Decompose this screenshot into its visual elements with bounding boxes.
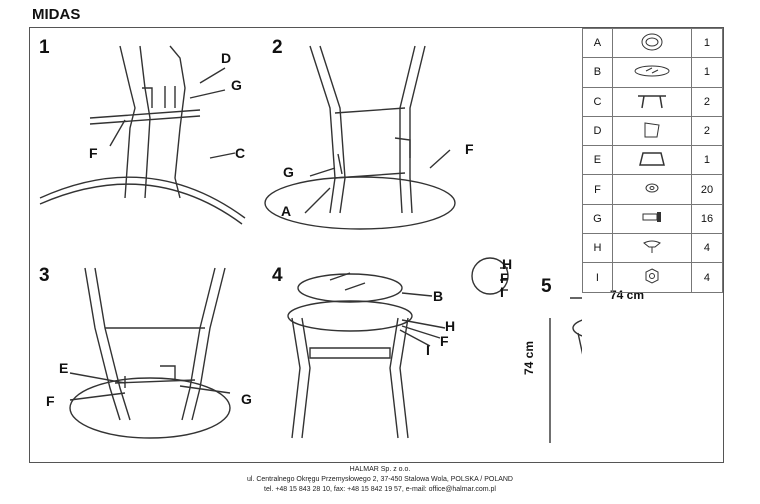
part-letter: I bbox=[582, 262, 613, 293]
part-qty: 1 bbox=[690, 145, 724, 176]
washer-icon bbox=[645, 183, 659, 193]
detail-callout-f: F bbox=[500, 270, 509, 286]
step-number-5: 5 bbox=[541, 276, 552, 297]
part-qty: 2 bbox=[690, 115, 724, 147]
step-number-3: 3 bbox=[39, 265, 50, 286]
part-qty: 2 bbox=[690, 86, 724, 117]
callout-d: D bbox=[221, 50, 232, 66]
bolt-icon bbox=[642, 212, 661, 223]
step-number-1: 1 bbox=[39, 37, 50, 58]
assembly-illustrations bbox=[39, 45, 582, 443]
suction-pad-icon bbox=[642, 240, 661, 253]
table-row: G 16 bbox=[582, 203, 724, 235]
table-row: E 1 bbox=[582, 145, 724, 176]
step-number-2: 2 bbox=[272, 37, 283, 58]
callout-g: G bbox=[231, 77, 242, 93]
callout-a: A bbox=[281, 203, 292, 219]
detail-callout-i: I bbox=[500, 284, 504, 300]
footer-company: HALMAR Sp. z o.o. bbox=[349, 466, 411, 473]
part-letter: A bbox=[582, 27, 613, 59]
instruction-frame bbox=[29, 27, 724, 463]
step5-finished-table-illustration bbox=[549, 297, 582, 443]
step3-shelf-illustration bbox=[69, 267, 231, 439]
part-letter: F bbox=[582, 174, 613, 205]
part-qty: 16 bbox=[690, 203, 724, 235]
callout-i: I bbox=[426, 342, 430, 358]
step2-plate-illustration bbox=[264, 45, 456, 230]
shelf-frame-icon bbox=[638, 152, 665, 166]
dimension-height: 74 cm bbox=[522, 340, 536, 375]
part-letter: C bbox=[582, 86, 613, 117]
callout-e: E bbox=[59, 360, 69, 376]
part-letter: D bbox=[582, 115, 613, 147]
callout-f: F bbox=[89, 145, 98, 161]
table-row: F 20 bbox=[582, 174, 724, 205]
callout-c: C bbox=[235, 145, 246, 161]
callout-h: H bbox=[445, 318, 456, 334]
nut-icon bbox=[645, 268, 659, 284]
table-row: D 2 bbox=[582, 115, 724, 147]
table-row: H 4 bbox=[582, 233, 724, 264]
step1-leg-assembly-illustration bbox=[39, 45, 246, 225]
document-title: MIDAS bbox=[32, 6, 81, 23]
callout-g: G bbox=[241, 391, 252, 407]
part-letter: G bbox=[582, 203, 613, 235]
step-number-4: 4 bbox=[272, 265, 283, 286]
callout-b: B bbox=[433, 288, 444, 304]
part-qty: 4 bbox=[690, 262, 724, 293]
part-qty: 1 bbox=[690, 27, 724, 59]
glass-top-icon bbox=[634, 65, 670, 77]
callout-f: F bbox=[440, 333, 449, 349]
part-qty: 20 bbox=[690, 174, 724, 205]
leg-icon bbox=[637, 95, 666, 109]
footer-contact: tel. +48 15 843 28 10, fax: +48 15 842 1… bbox=[264, 486, 496, 493]
part-letter: B bbox=[582, 57, 613, 88]
parts-table: A 1 B 1 C 2 D 2 E 1 F 20 G bbox=[582, 27, 724, 293]
mounting-plate-icon bbox=[641, 33, 663, 51]
callout-f: F bbox=[465, 141, 474, 157]
callout-f: F bbox=[46, 393, 55, 409]
footer-address: ul. Centralnego Okręgu Przemysłowego 2, … bbox=[246, 476, 513, 483]
table-row: I 4 bbox=[582, 262, 724, 293]
part-letter: E bbox=[582, 145, 613, 176]
part-qty: 4 bbox=[690, 233, 724, 264]
table-row: C 2 bbox=[582, 86, 724, 117]
table-row: B 1 bbox=[582, 57, 724, 88]
detail-callout-h: H bbox=[502, 256, 513, 272]
part-letter: H bbox=[582, 233, 613, 264]
table-row: A 1 bbox=[582, 27, 724, 59]
callout-g: G bbox=[283, 164, 294, 180]
frame-bracket-icon bbox=[644, 121, 660, 138]
part-qty: 1 bbox=[690, 57, 724, 88]
step4-glass-top-illustration bbox=[287, 257, 509, 439]
